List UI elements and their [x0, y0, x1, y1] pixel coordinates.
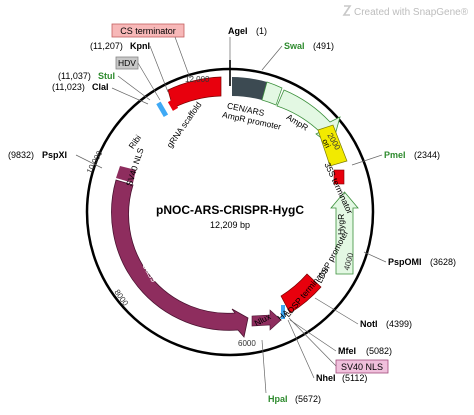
- feature-sv40-nls-inner: [116, 166, 136, 183]
- svg-text:SwaI: SwaI: [284, 41, 305, 51]
- svg-text:(2344): (2344): [414, 150, 440, 160]
- feature-cas9: [111, 179, 249, 338]
- label-grna-scaffold: gRNA scaffold: [164, 100, 203, 150]
- tick-10000: 10,000: [85, 149, 105, 175]
- svg-text:(11,037): (11,037): [58, 71, 91, 81]
- tick-12000: 12,000: [185, 75, 210, 84]
- svg-text:PspXI: PspXI: [42, 150, 67, 160]
- site-hpai: HpaI (5672): [261, 339, 321, 404]
- hdv-box: HDV: [115, 56, 139, 70]
- site-swai: SwaI (491): [261, 41, 334, 71]
- svg-text:(3628): (3628): [430, 257, 456, 267]
- svg-text:(5112): (5112): [342, 373, 367, 383]
- label-ori: ori: [320, 137, 332, 149]
- feature-ribi: [167, 99, 179, 111]
- svg-text:(1): (1): [256, 26, 267, 36]
- site-pmei: PmeI (2344): [351, 150, 440, 166]
- svg-text:KpnI: KpnI: [130, 41, 150, 51]
- site-nhei: NheI (5112): [287, 319, 367, 383]
- plasmid-size: 12,209 bp: [210, 220, 250, 230]
- svg-text:MfeI: MfeI: [338, 346, 356, 356]
- svg-text:(5672): (5672): [295, 394, 321, 404]
- site-clai: (11,023) ClaI: [52, 82, 149, 105]
- svg-text:(9832): (9832): [8, 150, 34, 160]
- site-stui: (11,037) StuI: [58, 71, 151, 101]
- svg-text:AgeI: AgeI: [228, 26, 248, 36]
- svg-text:(5082): (5082): [366, 346, 392, 356]
- site-mfei: MfeI (5082): [289, 319, 392, 356]
- feature-35s-terminator: [333, 169, 345, 185]
- plasmid-name: pNOC-ARS-CRISPR-HygC: [156, 203, 304, 217]
- label-hygr: HygR: [336, 214, 346, 235]
- leader-cs-terminator: [174, 36, 191, 79]
- label-ribi: Ribi: [126, 133, 143, 151]
- tick-6000: 6000: [238, 339, 256, 348]
- feature-ampr-promoter: [261, 81, 283, 106]
- leader-sv40-nls: [288, 317, 337, 367]
- svg-text:StuI: StuI: [98, 71, 115, 81]
- svg-text:(11,207): (11,207): [90, 41, 123, 51]
- site-agei: AgeI (1): [228, 26, 267, 60]
- svg-text:(4399): (4399): [386, 319, 412, 329]
- svg-text:NotI: NotI: [360, 319, 378, 329]
- svg-text:(11,023): (11,023): [52, 82, 85, 92]
- leader-hdv: [137, 62, 161, 101]
- feature-red-top: [167, 76, 222, 109]
- site-pspomi: PspOMI (3628): [363, 251, 456, 267]
- sv40-nls-box: SV40 NLS: [335, 359, 389, 374]
- cs-terminator-box: CS terminator: [111, 23, 185, 38]
- feature-nlux: [251, 309, 282, 331]
- svg-text:PmeI: PmeI: [384, 150, 406, 160]
- label-sv40-nls-inner: SV40 NLS: [124, 146, 146, 187]
- snapgene-logo-icon: [342, 5, 352, 16]
- hdv-label: HDV: [118, 58, 136, 68]
- svg-text:ClaI: ClaI: [92, 82, 109, 92]
- feature-hygr: [330, 191, 359, 275]
- feature-ha: [281, 305, 285, 319]
- cs-terminator-label: CS terminator: [120, 26, 176, 36]
- sv40-nls-label: SV40 NLS: [341, 362, 383, 372]
- svg-text:NheI: NheI: [316, 373, 336, 383]
- svg-text:PspOMI: PspOMI: [388, 257, 422, 267]
- feature-ldsp-promoter: [280, 273, 322, 314]
- site-kpni: (11,207) KpnI: [90, 41, 169, 93]
- site-noti: NotI (4399): [314, 297, 412, 329]
- svg-text:HpaI: HpaI: [268, 394, 288, 404]
- feature-cen-ars: [232, 77, 267, 100]
- watermark-text: Created with SnapGene®: [354, 7, 469, 18]
- site-pspxi: (9832) PspXI: [8, 150, 103, 169]
- feature-hdv: [156, 101, 169, 118]
- svg-text:(491): (491): [313, 41, 334, 51]
- feature-ori: [317, 124, 348, 167]
